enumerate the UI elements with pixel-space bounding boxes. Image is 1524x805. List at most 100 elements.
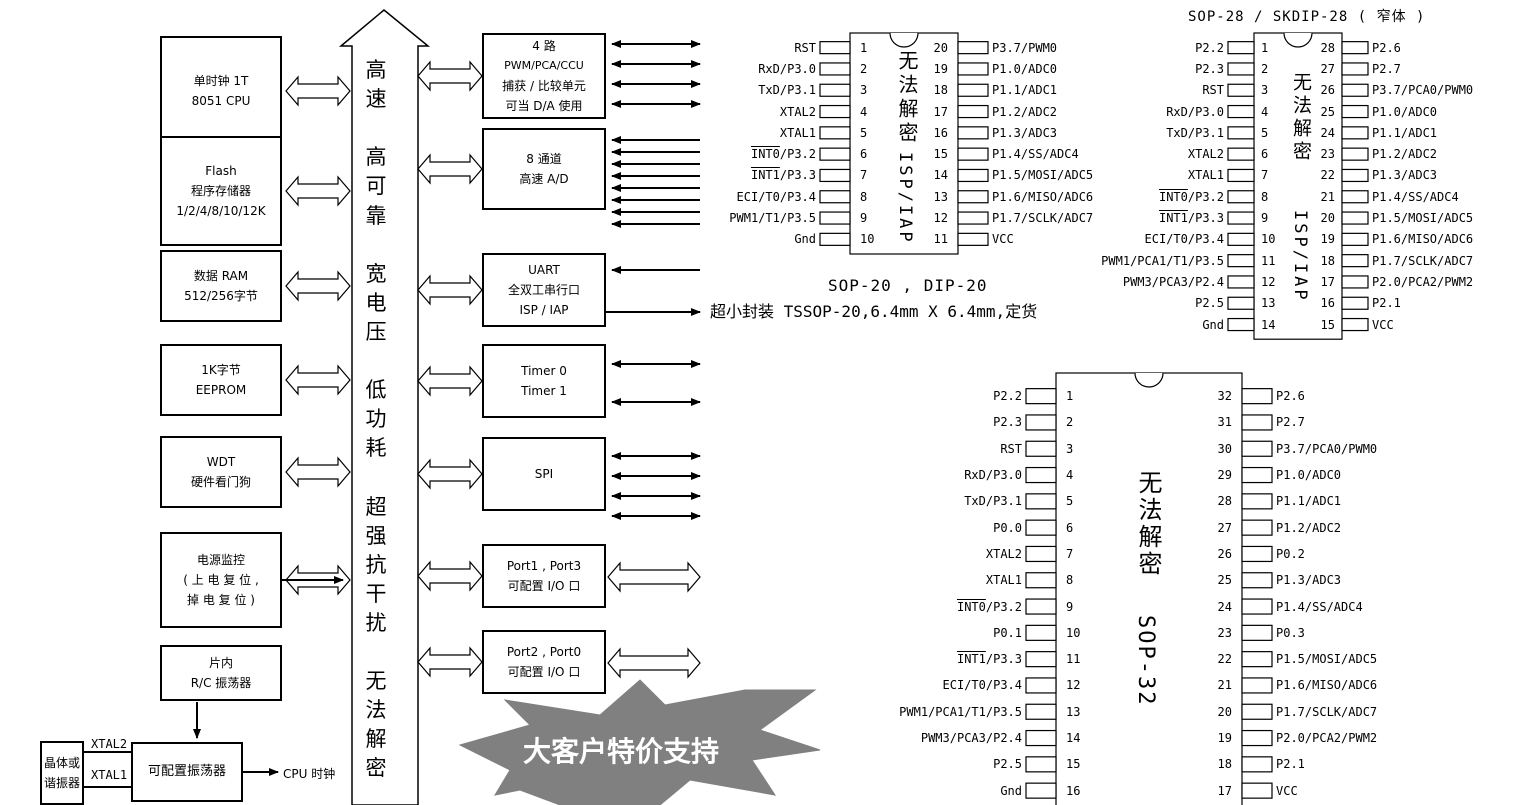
chip28-left-num: 14	[1261, 317, 1276, 332]
chip32-pin-left	[1025, 545, 1057, 563]
right-block-text: 高速 A/D	[519, 172, 569, 186]
chip28-pin-right	[1341, 317, 1369, 332]
chip28-pin-left	[1227, 254, 1255, 268]
chip28-left-label: INT0/P3.2	[1158, 189, 1224, 204]
left-block-text: ( 上 电 复 位 ,	[183, 573, 259, 587]
chip20-left-num: 1	[860, 40, 868, 55]
chip32-right-num: 31	[1217, 415, 1232, 430]
chip32-right-num: 17	[1217, 783, 1232, 798]
chip32-right-num: 30	[1217, 441, 1232, 456]
chip20-right-label: VCC	[992, 232, 1014, 247]
chip32-left-label: P2.3	[993, 415, 1022, 430]
chip32-left-label: Gnd	[1000, 783, 1022, 798]
crystal-label-2: 谐振器	[43, 776, 80, 790]
chip32-left-num: 2	[1066, 415, 1074, 430]
chip20-left-num: 3	[860, 83, 868, 98]
left-block-text: 硬件看门狗	[190, 475, 251, 489]
chip32-right-num: 18	[1217, 757, 1232, 772]
chip32-left-label: PWM3/PCA3/P2.4	[920, 731, 1022, 746]
chip20-pin-right	[957, 190, 989, 204]
chip28-left-label: P2.2	[1195, 40, 1224, 55]
chip20-right-label: P1.1/ADC1	[992, 83, 1058, 98]
chip20-right-label: P1.7/SCLK/ADC7	[992, 211, 1094, 226]
chip28-right-label: P2.6	[1372, 40, 1401, 55]
chip20-pin-right	[957, 83, 989, 97]
bus-char: 抗	[365, 552, 387, 577]
chip32-right-label: P2.6	[1276, 389, 1305, 404]
right-block-text: Timer 0	[521, 364, 567, 378]
chip28-right-label: P2.7	[1372, 61, 1401, 76]
left-block-text: Flash	[205, 164, 237, 178]
chip32-pin-left	[1025, 624, 1057, 641]
chip28-right-num: 22	[1320, 168, 1335, 183]
chip20-left-label: Gnd	[794, 232, 816, 247]
chip20-pin-left	[819, 83, 851, 97]
chip32-right-num: 27	[1217, 520, 1232, 535]
chip28-body-text2: ISP/IAP	[1290, 210, 1310, 303]
bus-char: 宽	[365, 261, 387, 286]
chip28-left-num: 3	[1261, 83, 1269, 98]
chip32-right-label: P2.0/PCA2/PWM2	[1276, 731, 1378, 746]
chip32-right-label: P1.1/ADC1	[1276, 494, 1342, 509]
right-block-text: 8 通道	[526, 152, 562, 166]
bus-char: 超	[365, 494, 387, 519]
chip32-left-num: 8	[1066, 573, 1074, 588]
chip28-left-label: ECI/T0/P3.4	[1144, 232, 1224, 247]
chip32-left-num: 9	[1066, 599, 1074, 614]
chip28-pin-right	[1341, 296, 1369, 310]
chip32-left-label: TxD/P3.1	[964, 494, 1022, 509]
chip32-left-label: P2.5	[993, 757, 1022, 772]
internal-bus-arrow	[338, 9, 431, 805]
port20-io	[607, 647, 701, 679]
left-block-text: 电源监控	[196, 553, 245, 567]
chip28-left-num: 1	[1261, 40, 1269, 55]
chip28-right-label: P1.4/SS/ADC4	[1372, 189, 1459, 204]
chip20-pin-right	[957, 168, 989, 183]
chip28-pin-left	[1227, 275, 1255, 289]
chip32-pin-right	[1241, 545, 1273, 563]
chip32-right-num: 22	[1217, 652, 1232, 667]
bus-char: 高	[365, 58, 387, 82]
chip32-pin-right	[1241, 440, 1273, 457]
chip32-pin-left	[1025, 782, 1057, 799]
chip20-pin-left	[819, 211, 851, 225]
bus-char: 电	[365, 290, 387, 315]
chip28-left-label: XTAL1	[1187, 168, 1224, 183]
chip32-notch	[1134, 372, 1164, 388]
chip20-subtitle: 超小封装 TSSOP-20,6.4mm X 6.4mm,定货	[710, 302, 1038, 321]
chip28-notch	[1283, 32, 1313, 48]
bus-char: 耗	[365, 436, 387, 461]
chip32-right-num: 29	[1217, 468, 1232, 483]
chip28-right-label: P1.0/ADC0	[1372, 104, 1438, 119]
chip28-title: SOP-28 / SKDIP-28 ( 窄体 )	[1188, 9, 1426, 25]
chip32-right-num: 21	[1217, 678, 1232, 693]
chip28-pin-right	[1341, 190, 1369, 204]
promo-starburst	[458, 679, 821, 805]
chip32-left-label: INT0/P3.2	[956, 599, 1022, 614]
right-block-text: UART	[528, 263, 560, 277]
chip20-pin-left	[819, 190, 851, 204]
chip20-pin-left	[819, 41, 851, 55]
chip20-pin-left	[819, 168, 851, 183]
chip28-pin-left	[1227, 190, 1255, 204]
chip32-left-num: 15	[1066, 757, 1081, 772]
right-block-text: SPI	[534, 467, 554, 481]
chip32-pin-left	[1025, 440, 1057, 457]
chip32-right-label: P1.0/ADC0	[1276, 468, 1342, 483]
chip32-pin-right	[1241, 782, 1273, 799]
right-bus-link-2	[417, 274, 483, 306]
chip20-left-label: XTAL1	[779, 125, 816, 140]
chip28-left-num: 6	[1261, 147, 1269, 162]
chip32-pin-right	[1241, 729, 1273, 747]
chip20-pin-right	[957, 147, 989, 161]
bus-char: 可	[365, 174, 387, 199]
chip32-left-label: P2.2	[993, 389, 1022, 404]
right-block-text: PWM/PCA/CCU	[504, 59, 584, 72]
chip20-pin-right	[957, 126, 989, 140]
chip32-pin-left	[1025, 729, 1057, 747]
chip32-pin-right	[1241, 414, 1273, 431]
chip32-body-text2: SOP-32	[1133, 615, 1158, 707]
chip20-left-num: 2	[860, 61, 868, 76]
